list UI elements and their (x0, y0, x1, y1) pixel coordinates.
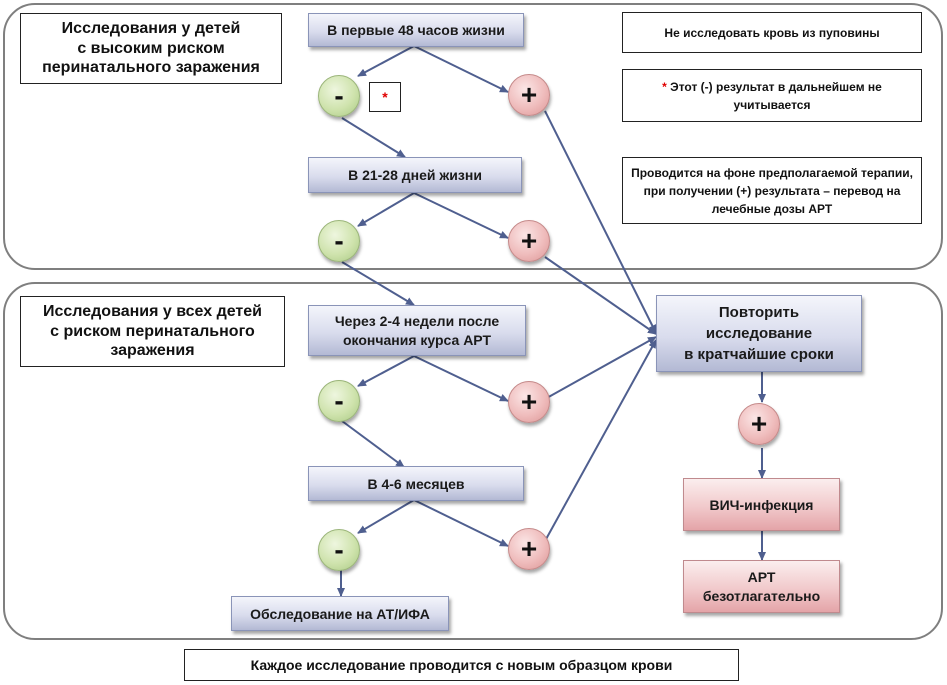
arrow-21days-to-plus (413, 192, 509, 239)
step-hiv-infection: ВИЧ-инфекция (683, 478, 840, 531)
note-no-cord-blood: Не исследовать кровь из пуповины (622, 12, 922, 53)
plus-result-3: + (508, 381, 550, 423)
arrow-minus3-to-4-6-months (341, 420, 405, 468)
plus-result-4: + (508, 528, 550, 570)
arrow-4-6-months-to-minus (357, 499, 415, 534)
step-art-immediately: АРТ безотлагательно (683, 560, 840, 613)
note-asterisk-text: * Этот (-) результат в дальнейшем не учи… (631, 78, 913, 114)
arrow-minus2-to-after-art (341, 261, 415, 306)
footer-note: Каждое исследование проводится с новым о… (184, 649, 739, 681)
plus-result-5: + (738, 403, 780, 445)
arrow-plus3-to-repeat (544, 336, 657, 400)
plus-result-1: + (508, 74, 550, 116)
minus-result-1: - (318, 75, 360, 117)
arrow-4-6-months-to-plus (413, 499, 509, 547)
note-asterisk-mark: * (662, 79, 667, 94)
step-first-48-hours: В первые 48 часов жизни (308, 13, 524, 47)
arrow-plus2-to-repeat (544, 256, 657, 335)
step-after-art-course: Через 2-4 недели после окончания курса А… (308, 305, 526, 356)
arrow-48h-to-plus (413, 45, 509, 93)
plus-result-2: + (508, 220, 550, 262)
note-asterisk-result: * Этот (-) результат в дальнейшем не учи… (622, 69, 922, 122)
step-4-6-months: В 4-6 месяцев (308, 466, 524, 501)
arrow-plus4-to-repeat (544, 339, 657, 542)
arrow-minus1-to-21days (341, 117, 406, 158)
minus-result-4: - (318, 529, 360, 571)
arrow-after-art-to-minus (357, 355, 415, 387)
minus-result-2: - (318, 220, 360, 262)
note-asterisk-body: Этот (-) результат в дальнейшем не учиты… (666, 79, 882, 112)
step-exam-at-ifa: Обследование на АТ/ИФА (231, 596, 449, 631)
asterisk-box: * (369, 82, 401, 112)
asterisk-mark: * (382, 88, 388, 105)
minus-result-3: - (318, 380, 360, 422)
step-repeat-test: Повторить исследование в кратчайшие срок… (656, 295, 862, 372)
note-therapy: Проводится на фоне предполагаемой терапи… (622, 157, 922, 224)
high-risk-label: Исследования у детей с высоким риском пе… (20, 13, 282, 84)
arrow-after-art-to-plus (413, 355, 509, 402)
arrow-21days-to-minus (357, 192, 415, 227)
arrow-48h-to-minus (357, 45, 415, 77)
arrow-plus1-to-repeat (544, 110, 657, 334)
step-21-28-days: В 21-28 дней жизни (308, 157, 522, 193)
all-risk-label: Исследования у всех детей с риском перин… (20, 296, 285, 367)
